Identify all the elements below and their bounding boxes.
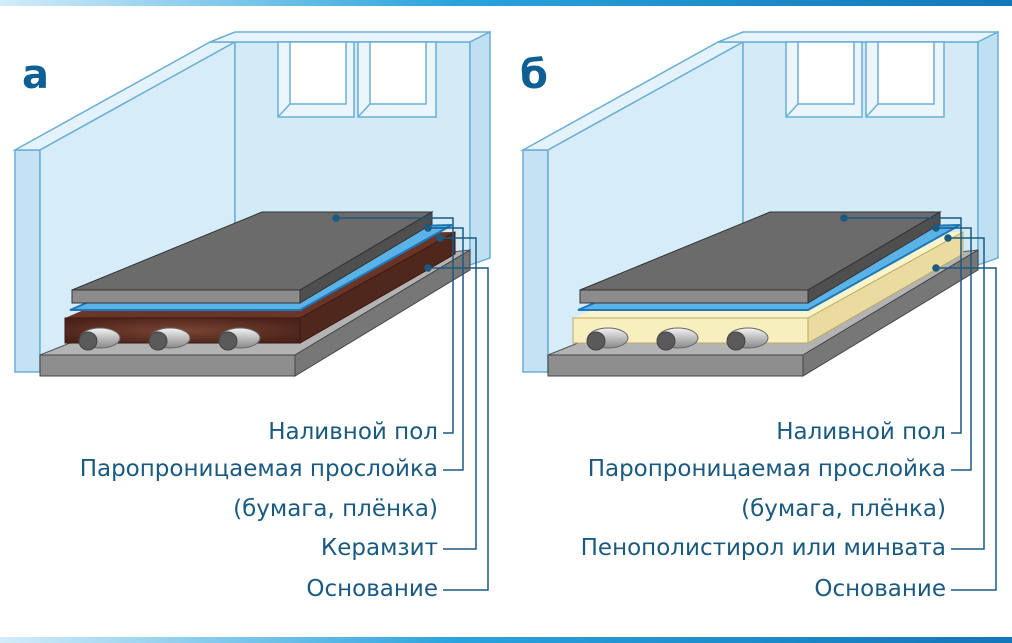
panel-b-window-right bbox=[865, 41, 945, 118]
panel-b-screed-front bbox=[579, 289, 809, 304]
panel-a-label-vapor-note: (бумага, плёнка) bbox=[233, 496, 438, 522]
panel-a-left-wall bbox=[14, 149, 41, 373]
panel-b-base-front bbox=[547, 354, 804, 377]
panel-b-label-vapor-note: (бумага, плёнка) bbox=[741, 496, 946, 522]
panel-b-letter: б bbox=[520, 52, 548, 98]
panel-b-label-base: Основание bbox=[814, 576, 946, 602]
panel-b-pipes bbox=[586, 327, 769, 351]
panel-a-base-front bbox=[39, 354, 296, 377]
panel-b-back-wall-top bbox=[717, 31, 999, 43]
top-gradient-bar bbox=[0, 0, 1012, 6]
panel-a-label-floor: Наливной пол bbox=[268, 419, 438, 445]
panel-a-base-side bbox=[294, 249, 471, 377]
panel-a-label-vapor: Паропроницаемая прослойка bbox=[79, 456, 438, 482]
panel-b-leader-lines bbox=[840, 214, 997, 591]
panel-b-base-side bbox=[802, 249, 979, 377]
panel-a-label-base: Основание bbox=[306, 576, 438, 602]
panel-a-room bbox=[12, 30, 491, 591]
panel-a-label-insulation: Керамзит bbox=[320, 535, 438, 561]
panel-b-label-floor: Наливной пол bbox=[776, 419, 946, 445]
panel-b-back-wall-side bbox=[977, 30, 999, 267]
panel-b-window-left bbox=[785, 41, 863, 118]
panel-a-window-left bbox=[277, 41, 355, 118]
panel-a-screed-front bbox=[71, 289, 301, 304]
panel-b-left-wall bbox=[522, 149, 549, 373]
panel-b-label-insulation: Пенополистирол или минвата bbox=[580, 535, 946, 561]
panel-a-leader-lines bbox=[332, 214, 489, 591]
panel-b-room bbox=[520, 30, 999, 591]
panel-b-label-vapor: Паропроницаемая прослойка bbox=[587, 456, 946, 482]
panel-a-window-right bbox=[357, 41, 437, 118]
panel-a-keramzit-side bbox=[299, 231, 456, 344]
panel-a-letter: а bbox=[22, 52, 49, 98]
panel-a-pipes bbox=[78, 327, 261, 351]
bottom-gradient-bar bbox=[0, 637, 1012, 643]
panel-a-screed-side bbox=[299, 211, 433, 304]
panel-a-back-wall-side bbox=[469, 30, 491, 267]
panel-a-back-wall-top bbox=[209, 31, 491, 43]
panel-b-screed-side bbox=[807, 211, 941, 304]
panel-b-polystyrene-side bbox=[807, 231, 964, 344]
